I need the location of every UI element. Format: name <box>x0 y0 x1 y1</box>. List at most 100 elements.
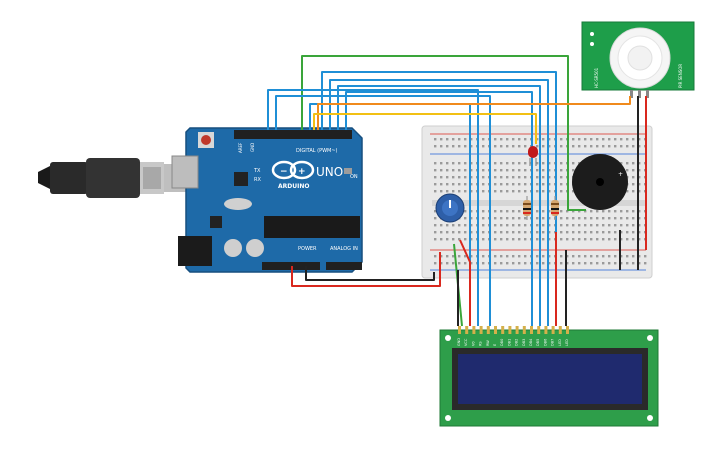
breadboard-hole <box>536 190 539 193</box>
breadboard-hole <box>578 224 581 227</box>
breadboard-hole <box>626 217 629 220</box>
arduino-on-label: ON <box>350 174 358 180</box>
breadboard-hole <box>500 238 503 241</box>
lcd-pin <box>537 326 541 334</box>
breadboard-hole <box>458 183 461 186</box>
breadboard-hole <box>578 145 581 148</box>
breadboard-hole <box>506 183 509 186</box>
breadboard-hole <box>482 255 485 258</box>
breadboard-hole <box>446 238 449 241</box>
breadboard-hole <box>572 217 575 220</box>
breadboard-hole <box>500 145 503 148</box>
breadboard-hole <box>614 224 617 227</box>
breadboard-hole <box>536 183 539 186</box>
breadboard-hole <box>596 224 599 227</box>
breadboard-hole <box>560 138 563 141</box>
breadboard-hole <box>518 255 521 258</box>
breadboard-hole <box>494 210 497 213</box>
breadboard-hole <box>458 231 461 234</box>
lcd-pin-label: DB0 <box>500 339 504 346</box>
breadboard-hole <box>524 162 527 165</box>
breadboard-hole <box>464 176 467 179</box>
breadboard-hole <box>512 145 515 148</box>
breadboard-hole <box>614 217 617 220</box>
breadboard-hole <box>608 231 611 234</box>
breadboard-hole <box>560 262 563 265</box>
lcd-pin <box>551 326 555 334</box>
breadboard-hole <box>506 231 509 234</box>
breadboard-hole <box>542 162 545 165</box>
breadboard-hole <box>506 162 509 165</box>
lcd-pin <box>486 326 490 334</box>
breadboard-hole <box>506 224 509 227</box>
breadboard-hole <box>560 145 563 148</box>
breadboard-hole <box>458 238 461 241</box>
breadboard-hole <box>470 176 473 179</box>
lcd-pin <box>501 326 505 334</box>
arduino-tx-label: TX <box>253 168 261 174</box>
breadboard-hole <box>584 138 587 141</box>
breadboard-hole <box>506 190 509 193</box>
breadboard-hole <box>482 231 485 234</box>
breadboard-hole <box>452 169 455 172</box>
breadboard-hole <box>608 217 611 220</box>
arduino-brand-label: ARDUINO <box>278 183 309 190</box>
breadboard-hole <box>548 224 551 227</box>
arduino-rx-label: RX <box>254 177 261 183</box>
breadboard-hole <box>446 162 449 165</box>
breadboard-hole <box>446 138 449 141</box>
breadboard-hole <box>536 255 539 258</box>
breadboard-hole <box>542 210 545 213</box>
breadboard-hole <box>452 255 455 258</box>
breadboard-hole <box>464 255 467 258</box>
breadboard-hole <box>512 262 515 265</box>
breadboard-hole <box>608 210 611 213</box>
breadboard-hole <box>566 262 569 265</box>
breadboard-hole <box>464 231 467 234</box>
breadboard-hole <box>518 138 521 141</box>
breadboard-hole <box>506 138 509 141</box>
piezo-buzzer: + <box>572 154 628 210</box>
breadboard-hole <box>482 145 485 148</box>
breadboard-hole <box>614 231 617 234</box>
breadboard-hole <box>542 255 545 258</box>
breadboard-hole <box>620 238 623 241</box>
breadboard-hole <box>482 169 485 172</box>
breadboard-hole <box>506 176 509 179</box>
breadboard-hole <box>494 190 497 193</box>
breadboard-hole <box>566 238 569 241</box>
breadboard-hole <box>536 169 539 172</box>
breadboard-hole <box>542 224 545 227</box>
breadboard-hole <box>494 217 497 220</box>
arduino-model-label: UNO <box>316 165 343 179</box>
breadboard-hole <box>590 138 593 141</box>
lcd-pin-label: DB1 <box>507 339 511 346</box>
breadboard-hole <box>524 224 527 227</box>
breadboard-hole <box>548 217 551 220</box>
breadboard-hole <box>638 190 641 193</box>
breadboard-hole <box>482 183 485 186</box>
breadboard-hole <box>548 190 551 193</box>
breadboard-hole <box>512 224 515 227</box>
breadboard-hole <box>632 262 635 265</box>
breadboard-hole <box>644 255 647 258</box>
breadboard-hole <box>440 231 443 234</box>
breadboard-hole <box>434 262 437 265</box>
breadboard-hole <box>578 138 581 141</box>
breadboard-hole <box>602 262 605 265</box>
pir-motion-sensor: HC-SR501 PIR SENSOR <box>581 21 695 98</box>
breadboard-hole <box>494 238 497 241</box>
breadboard-hole <box>608 138 611 141</box>
lcd-pin <box>458 326 461 334</box>
breadboard-hole <box>452 231 455 234</box>
breadboard-hole <box>638 224 641 227</box>
breadboard-hole <box>542 176 545 179</box>
breadboard-hole <box>464 190 467 193</box>
breadboard-hole <box>632 217 635 220</box>
breadboard-hole <box>524 231 527 234</box>
breadboard-hole <box>482 238 485 241</box>
breadboard-hole <box>524 217 527 220</box>
breadboard-hole <box>548 238 551 241</box>
breadboard-hole <box>560 190 563 193</box>
